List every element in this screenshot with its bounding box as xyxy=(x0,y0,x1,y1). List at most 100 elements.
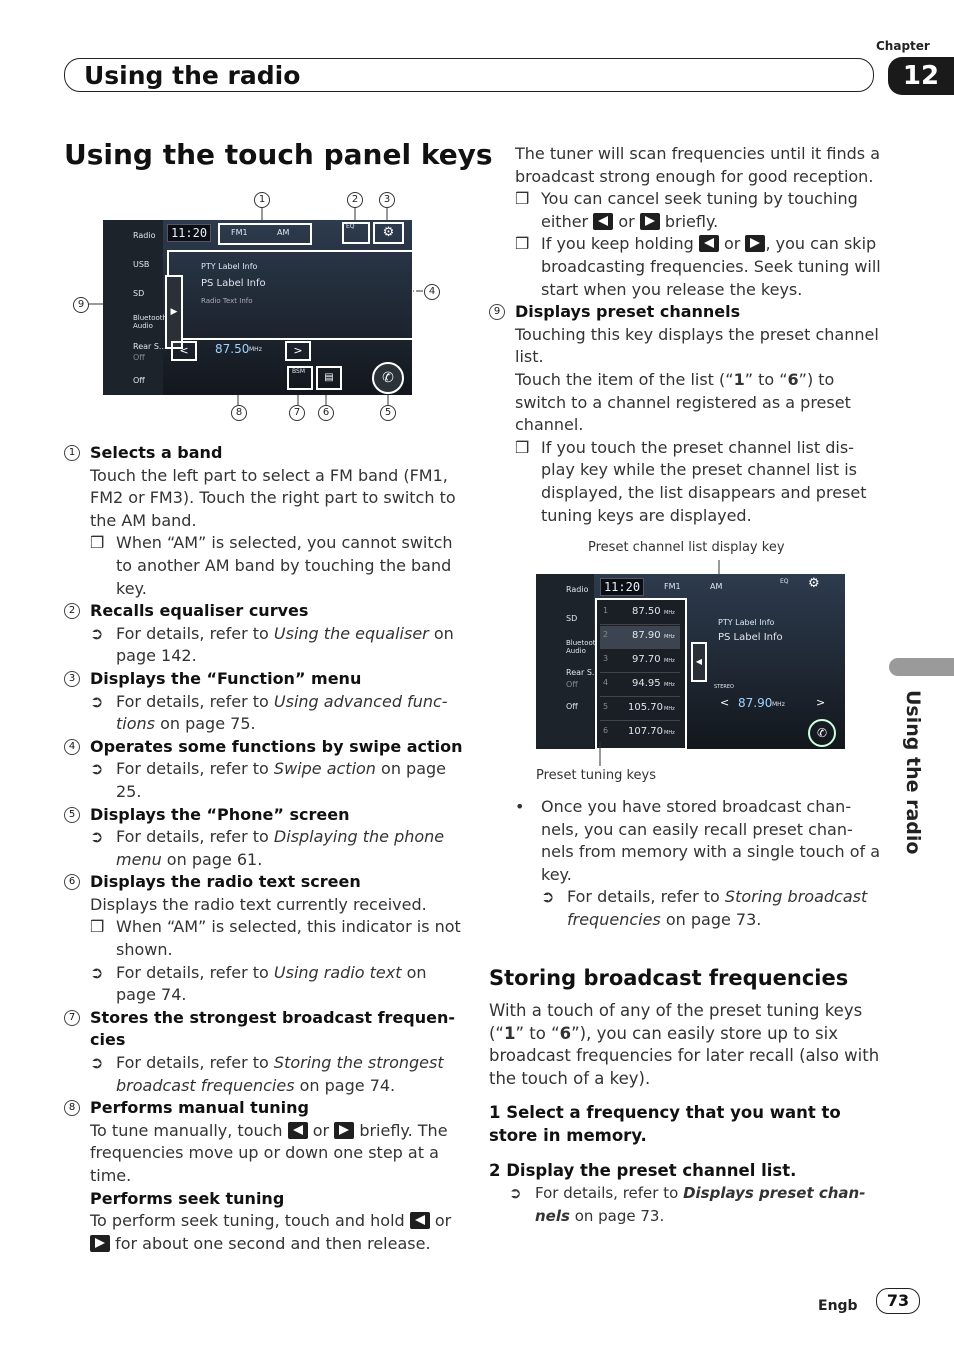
s2-side-rear-sub: Off xyxy=(566,680,578,689)
s2-band-fm[interactable]: FM1 xyxy=(664,582,681,591)
bsm-button[interactable] xyxy=(287,366,313,390)
right-column-top: The tuner will scan frequencies until it… xyxy=(489,143,881,527)
s1-side-rear[interactable]: Rear S... xyxy=(133,342,167,351)
s1-side-off[interactable]: Off xyxy=(133,376,145,385)
phone-icon[interactable]: ✆ xyxy=(372,362,404,394)
caption-preset-tuning-keys: Preset tuning keys xyxy=(536,768,657,783)
preset-freq: 107.70 xyxy=(628,726,663,737)
seek-paragraph: The tuner will scan frequencies until it… xyxy=(515,144,881,186)
preset-key[interactable]: 4 94.95 MHz xyxy=(600,674,680,697)
screen2-sidebar xyxy=(536,574,594,749)
preset-key[interactable]: 3 97.70 MHz xyxy=(600,650,680,673)
s2-freq-unit: MHz xyxy=(772,701,785,708)
chapter-number: 12 xyxy=(888,57,954,95)
preset-freq: 87.50 xyxy=(632,606,661,617)
page-number: 73 xyxy=(876,1288,920,1314)
s2-tune-left[interactable]: < xyxy=(720,696,730,709)
s2-pty: PTY Label Info xyxy=(718,618,775,627)
s2-band-am[interactable]: AM xyxy=(710,582,723,591)
preset-freq: 105.70 xyxy=(628,702,663,713)
item-8-subtitle: Performs seek tuning xyxy=(90,1188,285,1208)
screen1-sidebar xyxy=(103,220,163,395)
preset-freq: 94.95 xyxy=(632,678,661,689)
preset-number: 4 xyxy=(603,678,609,687)
s2-phone-icon[interactable]: ✆ xyxy=(808,719,836,747)
page-title: Using the touch panel keys xyxy=(64,138,493,171)
s1-freq-unit: MHz xyxy=(249,346,262,353)
item-6-note: ❒When “AM” is selected, this indicator i… xyxy=(90,917,461,960)
preset-number: 5 xyxy=(603,702,609,711)
side-tab-label: Using the radio xyxy=(902,690,924,855)
s1-pty: PTY Label Info xyxy=(201,262,258,271)
s2-eq[interactable]: EQ xyxy=(780,578,789,585)
s2-side-bt[interactable]: Bluetooth Audio xyxy=(566,639,600,655)
s1-eq-key[interactable] xyxy=(342,222,370,244)
right-arrow-key-icon xyxy=(90,1234,110,1252)
item-2-ref: ➲For details, refer to Using the equalis… xyxy=(90,623,454,666)
preset-number: 6 xyxy=(603,726,609,735)
s1-freq: 87.50 xyxy=(215,342,250,356)
preset-key[interactable]: 6 107.70 MHz xyxy=(600,722,680,744)
s1-radio-text: Radio Text Info xyxy=(201,297,253,305)
preset-unit: MHz xyxy=(664,634,675,640)
s2-ps: PS Label Info xyxy=(718,632,783,643)
preset-list-display-key[interactable]: ◀ xyxy=(691,642,707,682)
s1-side-sd[interactable]: SD xyxy=(133,289,145,298)
seek-note-2: ❒If you keep holding or , you can skip b… xyxy=(515,234,881,299)
right-arrow-key-icon xyxy=(334,1121,355,1139)
item-4-ref: ➲For details, refer to Swipe action on p… xyxy=(90,759,447,801)
s1-side-bt[interactable]: Bluetooth Audio xyxy=(133,314,167,330)
function-gear-icon[interactable]: ⚙ xyxy=(373,222,404,244)
s2-side-sd[interactable]: SD xyxy=(566,614,578,623)
radio-text-icon[interactable]: ▤ xyxy=(316,366,342,390)
tune-right-button[interactable]: > xyxy=(285,341,311,361)
item-9-note: ❒If you touch the preset channel list di… xyxy=(515,437,867,525)
s1-side-usb[interactable]: USB xyxy=(133,260,150,269)
preset-key[interactable]: 2 87.90 MHz xyxy=(600,626,680,649)
left-arrow-key-icon xyxy=(698,235,719,253)
radio-screen-1: Radio USB SD Bluetooth Audio Rear S... O… xyxy=(103,220,416,395)
footer-language: Engb xyxy=(818,1298,858,1314)
step-2: 2 Display the preset channel list. xyxy=(489,1160,797,1180)
callout-7: 7 xyxy=(289,405,305,421)
s2-gear-icon[interactable]: ⚙ xyxy=(808,576,820,591)
s1-eq-label: EQ xyxy=(346,223,355,230)
s1-ps: PS Label Info xyxy=(201,278,266,289)
right-arrow-key-icon xyxy=(639,212,660,230)
section-title: Using the radio xyxy=(84,61,301,90)
callout-5: 5 xyxy=(380,405,396,421)
s2-side-rear[interactable]: Rear S... xyxy=(566,668,600,677)
left-arrow-key-icon xyxy=(409,1212,430,1230)
seek-note-1: ❒You can cancel seek tuning by touching … xyxy=(515,189,858,231)
preset-number: 1 xyxy=(603,606,609,615)
s2-freq: 87.90 xyxy=(738,696,773,710)
s2-tune-right[interactable]: > xyxy=(816,696,826,709)
callout-6: 6 xyxy=(318,405,334,421)
left-arrow-key-icon xyxy=(287,1121,308,1139)
preset-unit: MHz xyxy=(664,730,675,736)
header-bar xyxy=(64,58,874,92)
chapter-label: Chapter xyxy=(876,39,930,53)
right-arrow-key-icon xyxy=(745,235,766,253)
preset-list-key[interactable]: ▶ xyxy=(165,275,183,349)
preset-key[interactable]: 1 87.50 MHz xyxy=(600,602,680,625)
preset-number: 3 xyxy=(603,654,609,663)
s1-band-key[interactable] xyxy=(218,223,312,245)
right-column-bullet: •Once you have stored broadcast chan-nel… xyxy=(489,796,881,932)
s2-side-radio[interactable]: Radio xyxy=(566,585,589,594)
preset-unit: MHz xyxy=(664,658,675,664)
tune-left-button[interactable]: < xyxy=(171,341,197,361)
stored-ref: ➲For details, refer to Storing broadcast… xyxy=(541,887,868,929)
storing-body: With a touch of any of the preset tuning… xyxy=(489,1001,880,1088)
preset-key[interactable]: 5 105.70 MHz xyxy=(600,698,680,721)
s1-clock: 11:20 xyxy=(167,224,211,242)
preset-unit: MHz xyxy=(664,610,675,616)
s2-side-off[interactable]: Off xyxy=(566,702,578,711)
s1-side-radio[interactable]: Radio xyxy=(133,231,156,240)
